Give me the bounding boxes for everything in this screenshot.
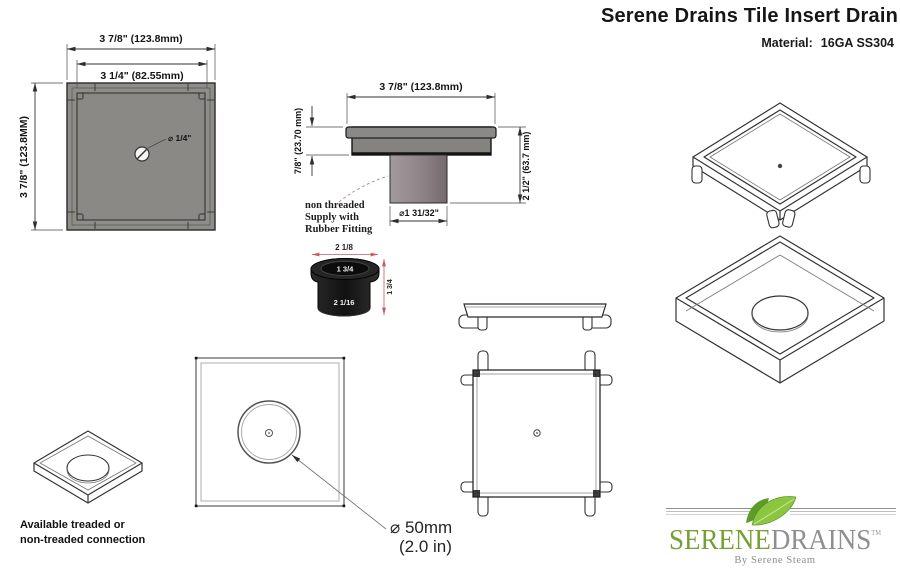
fitting-side-dim: 1 3/4 (387, 279, 394, 295)
tray-hole (66, 454, 110, 482)
screw-dim-label: ⌀ 1/4" (168, 133, 191, 143)
material-label: Material: (761, 36, 813, 50)
logo-rule-lines-left (666, 508, 758, 516)
base-drain-hole (751, 295, 809, 331)
base-top-view-drawing: ⌀ 50mm (2.0 in) (194, 356, 452, 556)
fitting-top-dim: 2 1/8 (335, 243, 353, 252)
connection-note-line2: non-treaded connection (20, 534, 146, 546)
connection-tray-drawing: Available treaded or non-treaded connect… (20, 430, 146, 546)
page-title: Serene Drains Tile Insert Drain (600, 5, 898, 27)
top-view-outer-dim: 3 7/8" (123.8mm) (99, 33, 182, 45)
rubber-fitting-drawing: 2 1/8 1 3/4 2 1/16 1 3/4 (310, 243, 394, 317)
fitting-hole (320, 261, 370, 276)
supply-note-line1: non threaded (305, 200, 365, 211)
supply-note-line2: Supply with (305, 212, 359, 223)
connection-note-line1: Available treaded or (20, 519, 125, 531)
section-lip-dim: 7/8" (23.70 mm) (293, 108, 303, 174)
drain-pipe (389, 154, 448, 204)
section-view-drawing: 3 7/8" (123.8mm) 7/8" (23.70 mm) 2 1/2" … (293, 81, 531, 235)
insert-side-view-drawing (458, 303, 612, 331)
logo-drains-text: DRAINS (770, 524, 872, 556)
material-spec: Material: 16GA SS304 (761, 36, 894, 50)
fitting-bottom-dim: 2 1/16 (334, 298, 355, 307)
isometric-base-drawing (675, 235, 885, 384)
logo-rule-lines-right (790, 508, 896, 516)
outlet-dim-line1: ⌀ 50mm (390, 518, 452, 537)
logo-tagline: By Serene Steam (734, 555, 816, 566)
top-view-inner-dim: 3 1/4" (82.55mm) (100, 70, 183, 82)
leaf-icon (746, 496, 797, 526)
insert-top-view-drawing (460, 350, 613, 517)
outlet-dim-line2: (2.0 in) (399, 537, 452, 556)
flange-lip (345, 126, 497, 139)
logo-serene-text: SERENE (668, 524, 771, 556)
top-view-left-dim: 3 7/8" (123.8MM) (18, 116, 30, 198)
section-height-dim: 2 1/2" (63.7 mm) (521, 132, 531, 201)
outlet-hole (237, 400, 301, 464)
top-view-drawing: ⌀ 1/4" 3 7/8" (123.8mm) 3 1/4" (82.55mm)… (18, 33, 216, 231)
isometric-frame-drawing (691, 102, 871, 229)
section-width-dim: 3 7/8" (123.8mm) (379, 81, 462, 93)
material-value: 16GA SS304 (820, 36, 894, 50)
pipe-diameter-dim: ⌀1 31/32" (399, 208, 439, 218)
logo-wordmark: SERENEDRAINSTM (662, 526, 889, 555)
supply-note-line3: Rubber Fitting (305, 224, 373, 235)
logo-tm-mark: TM (871, 529, 882, 537)
fitting-inner-dim: 1 3/4 (337, 265, 355, 274)
brand-logo: SERENEDRAINSTM By Serene Steam (650, 492, 900, 578)
